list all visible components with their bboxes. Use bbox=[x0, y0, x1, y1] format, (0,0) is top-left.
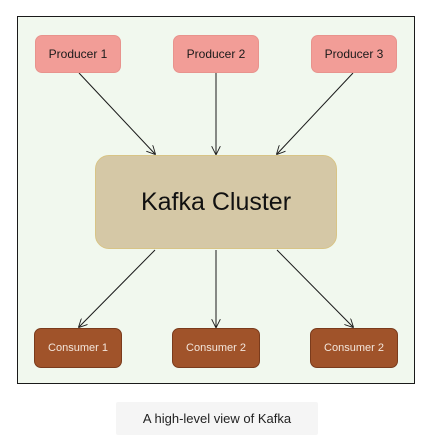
producer-1-node: Producer 1 bbox=[35, 35, 121, 73]
producer-3-label: Producer 3 bbox=[324, 47, 384, 61]
consumer-2-node: Consumer 2 bbox=[172, 328, 260, 368]
kafka-cluster-node: Kafka Cluster bbox=[95, 155, 337, 249]
producer-2-label: Producer 2 bbox=[186, 47, 246, 61]
kafka-cluster-label: Kafka Cluster bbox=[140, 187, 292, 216]
consumer-3-node: Consumer 2 bbox=[310, 328, 398, 368]
producer-1-label: Producer 1 bbox=[48, 47, 108, 61]
consumer-2-label: Consumer 2 bbox=[186, 342, 246, 354]
consumer-3-label: Consumer 2 bbox=[324, 342, 384, 354]
consumer-1-label: Consumer 1 bbox=[48, 342, 108, 354]
producer-2-node: Producer 2 bbox=[173, 35, 259, 73]
figure-caption-text: A high-level view of Kafka bbox=[142, 411, 292, 426]
figure-caption: A high-level view of Kafka bbox=[116, 402, 318, 435]
producer-3-node: Producer 3 bbox=[311, 35, 397, 73]
consumer-1-node: Consumer 1 bbox=[34, 328, 122, 368]
